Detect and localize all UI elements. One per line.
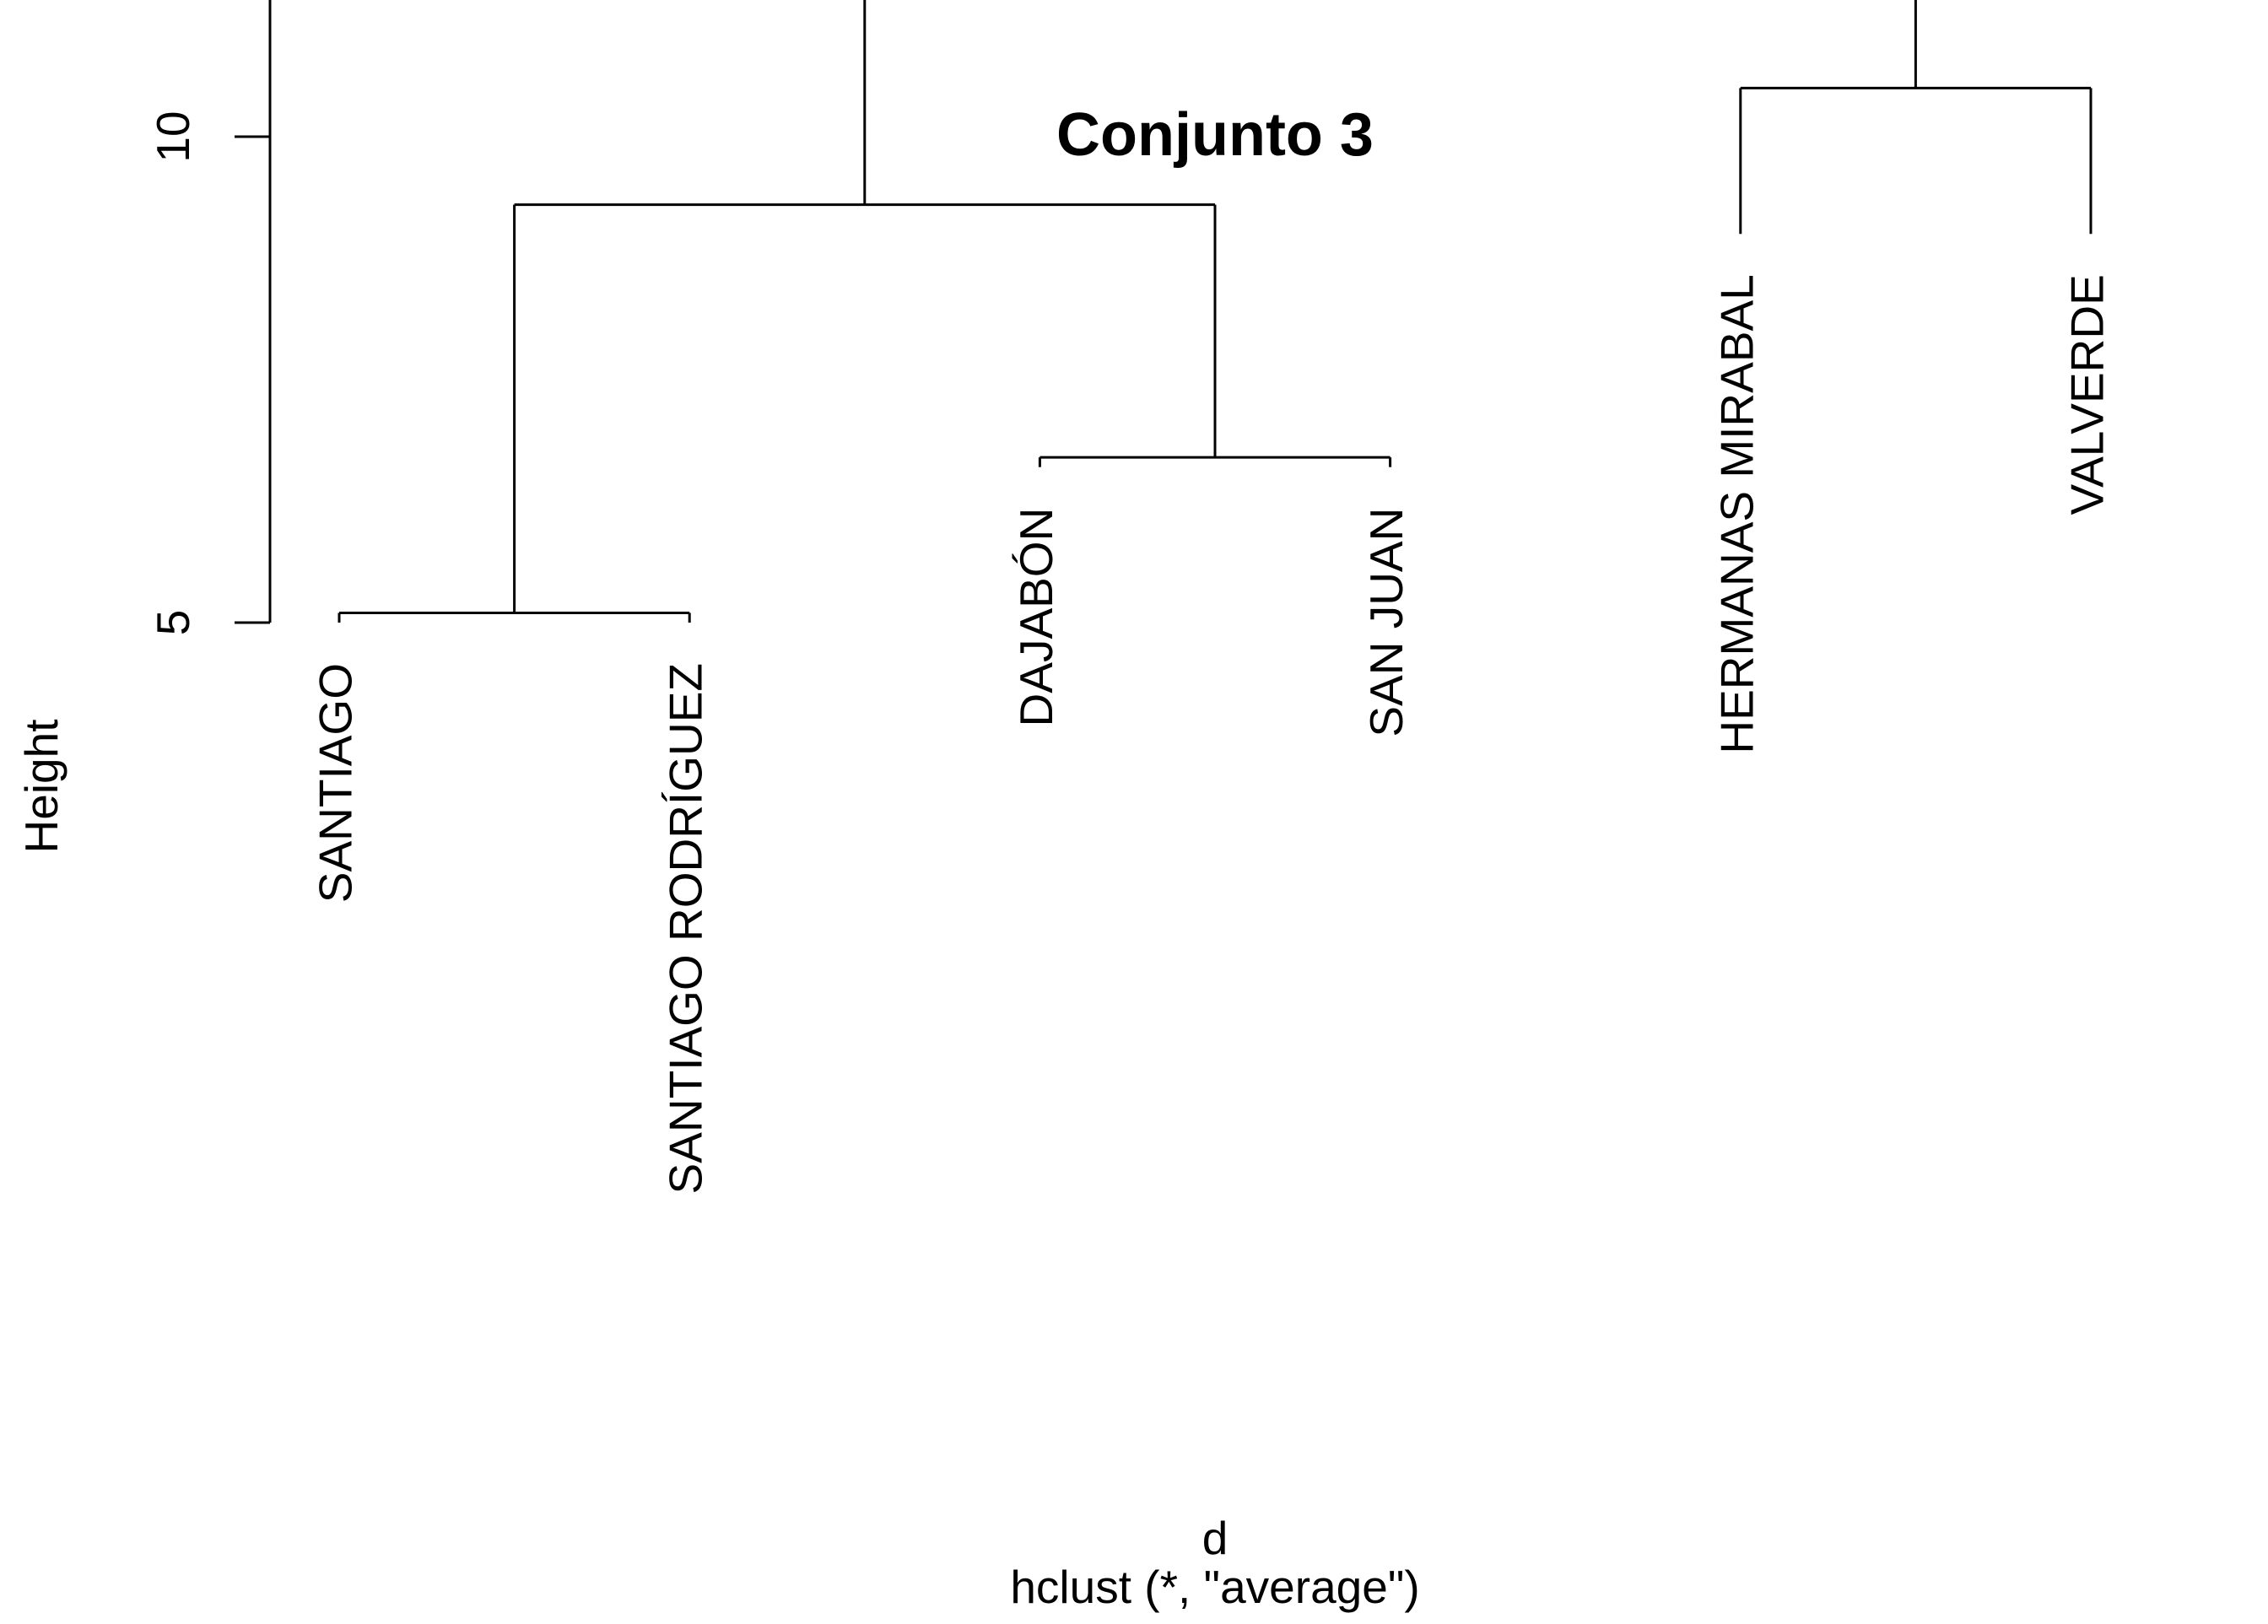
x-axis-label: d: [1202, 1512, 1228, 1564]
leaf-label: SANTIAGO RODRÍGUEZ: [660, 663, 712, 1195]
leaf-label: SAN JUAN: [1360, 508, 1412, 737]
dendrogram-tree: [338, 0, 2092, 623]
leaf-label: HERMANAS MIRABAL: [1710, 274, 1763, 753]
leaf-labels: SANTIAGO SANTIAGO RODRÍGUEZ DAJABÓN SAN JUA…: [310, 274, 2114, 1194]
y-tick-label: 5: [147, 610, 199, 636]
leaf-label: DAJABÓN: [1010, 508, 1062, 727]
y-axis: 51020: [147, 0, 272, 636]
y-axis-label: Height: [15, 720, 68, 854]
chart-title: Conjunto 3: [1056, 101, 1374, 169]
method-label: hclust (*, "average"): [1010, 1561, 1419, 1613]
leaf-label: VALVERDE: [2061, 274, 2114, 515]
leaf-label: SANTIAGO: [310, 663, 362, 903]
y-tick-label: 10: [147, 111, 199, 162]
